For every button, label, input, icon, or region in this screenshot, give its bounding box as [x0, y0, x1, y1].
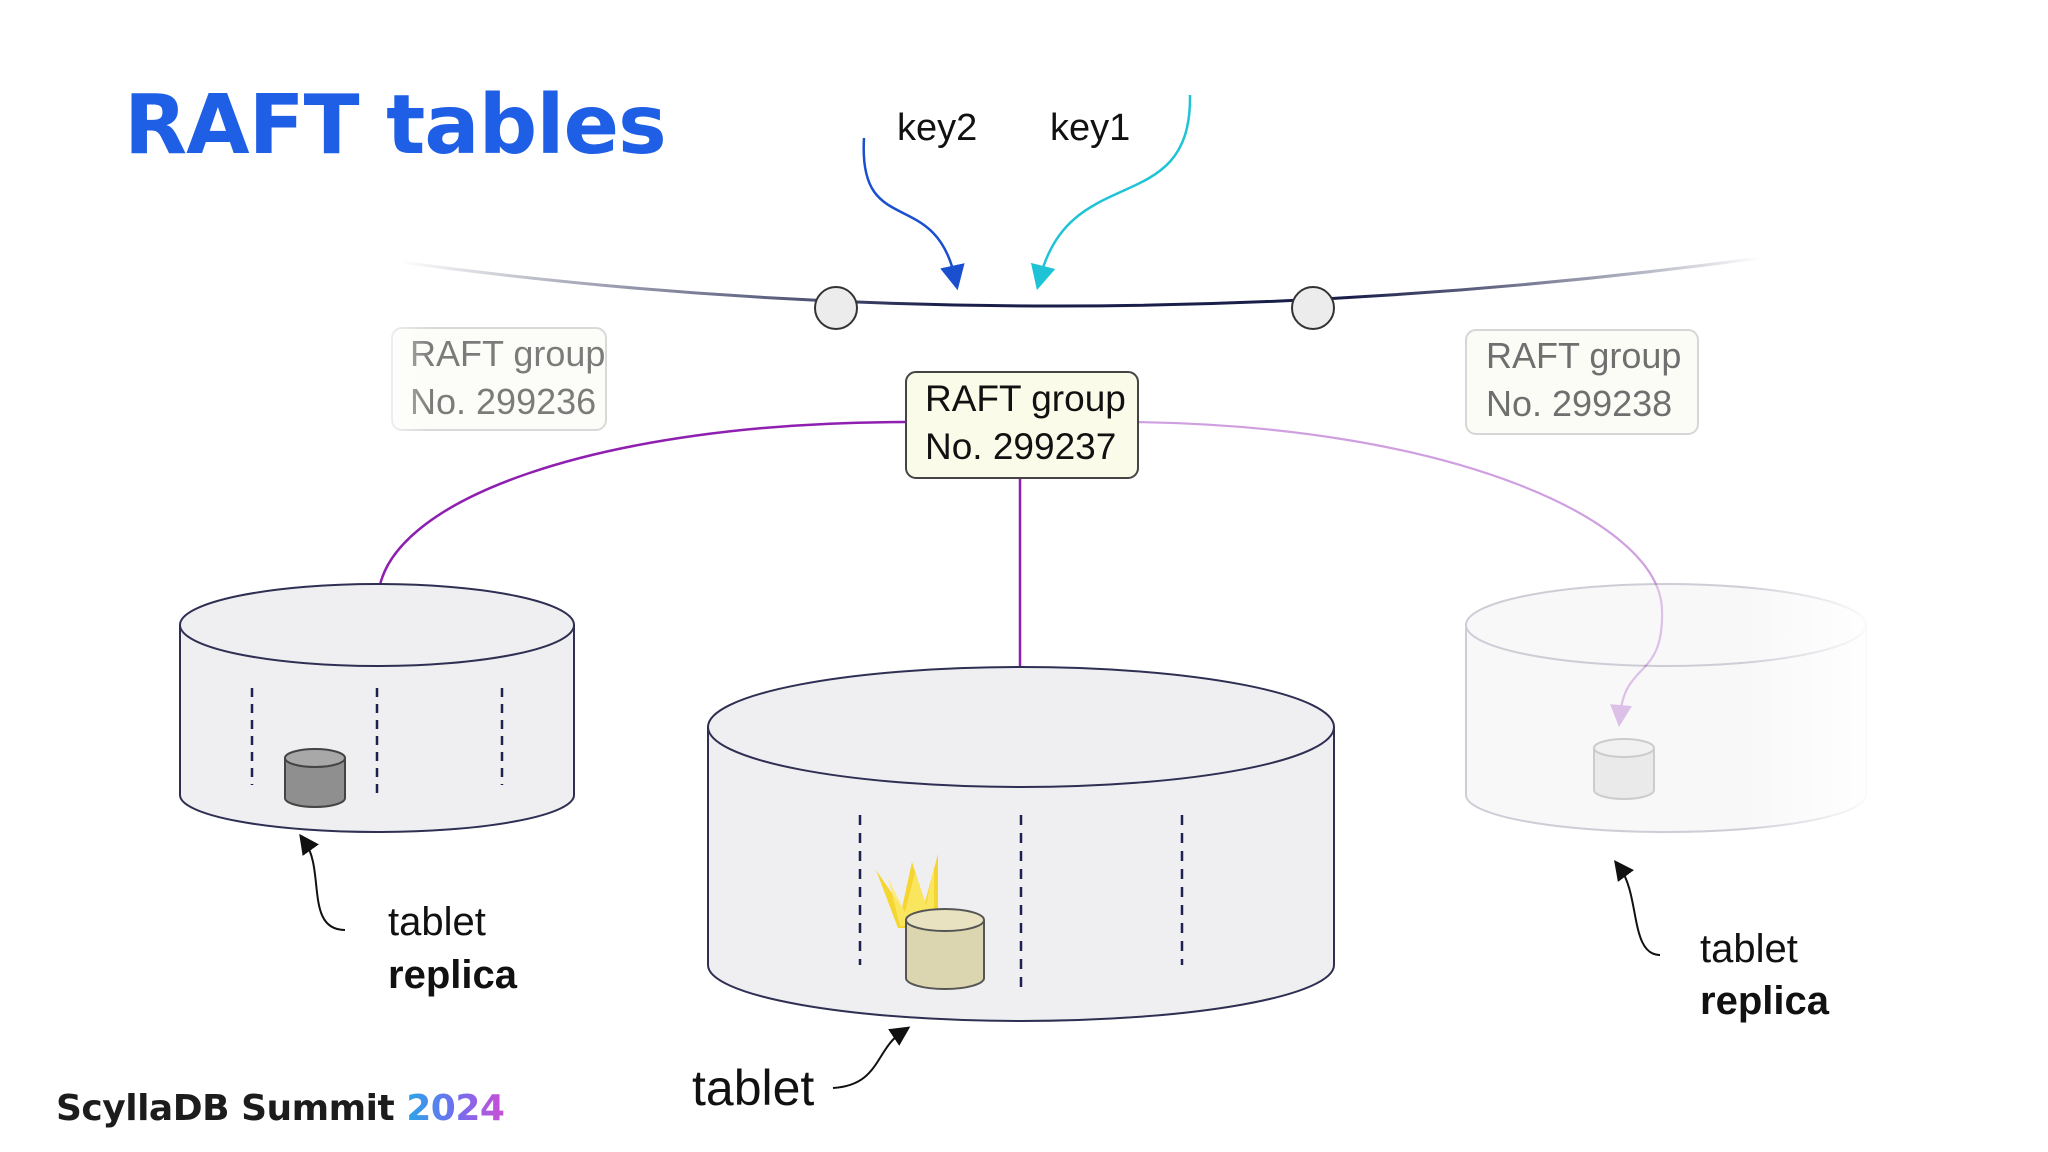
- pointer-center-tablet: [832, 1026, 911, 1089]
- token-ring: [399, 256, 1761, 308]
- pointer-left-replica: [299, 833, 346, 931]
- left-replica-label: replica: [388, 953, 518, 997]
- center-tablet-label: tablet: [692, 1060, 814, 1116]
- footer-year: 2024: [406, 1088, 505, 1129]
- left-tablet-label: tablet: [388, 900, 486, 944]
- raft-group-box-left: RAFT group No. 299236: [391, 327, 607, 431]
- ring-node: [1291, 286, 1335, 330]
- raft-group-right-line1: RAFT group: [1486, 335, 1681, 376]
- raft-group-center-line2: No. 299237: [925, 426, 1116, 467]
- pointer-right-replica: [1614, 859, 1661, 956]
- raft-group-left-line2: No. 299236: [410, 381, 596, 422]
- node-cylinder-center: [707, 666, 1335, 1022]
- raft-group-left-line1: RAFT group: [410, 333, 605, 374]
- raft-group-right-line2: No. 299238: [1486, 383, 1672, 424]
- raft-link-right: [1129, 420, 1664, 727]
- key1-label: key1: [1050, 107, 1130, 149]
- footer-logo: ScyllaDB Summit 2024: [56, 1088, 505, 1129]
- node-cylinder-left: [179, 583, 575, 833]
- footer-brand: ScyllaDB Summit: [56, 1088, 395, 1129]
- right-tablet-label: tablet: [1700, 927, 1798, 971]
- page-title: RAFT tables: [124, 78, 667, 173]
- key2-arrow: [862, 137, 965, 291]
- raft-group-box-right: RAFT group No. 299238: [1465, 329, 1699, 435]
- key1-arrow: [1030, 94, 1192, 291]
- raft-group-box-center: RAFT group No. 299237: [905, 371, 1139, 479]
- key2-label: key2: [897, 107, 977, 149]
- ring-node: [814, 286, 858, 330]
- raft-group-center-line1: RAFT group: [925, 378, 1126, 419]
- tablet-leader-center: [905, 908, 985, 990]
- tablet-replica-right: [1593, 738, 1655, 800]
- tablet-replica-left: [284, 748, 346, 808]
- right-replica-label: replica: [1700, 979, 1830, 1023]
